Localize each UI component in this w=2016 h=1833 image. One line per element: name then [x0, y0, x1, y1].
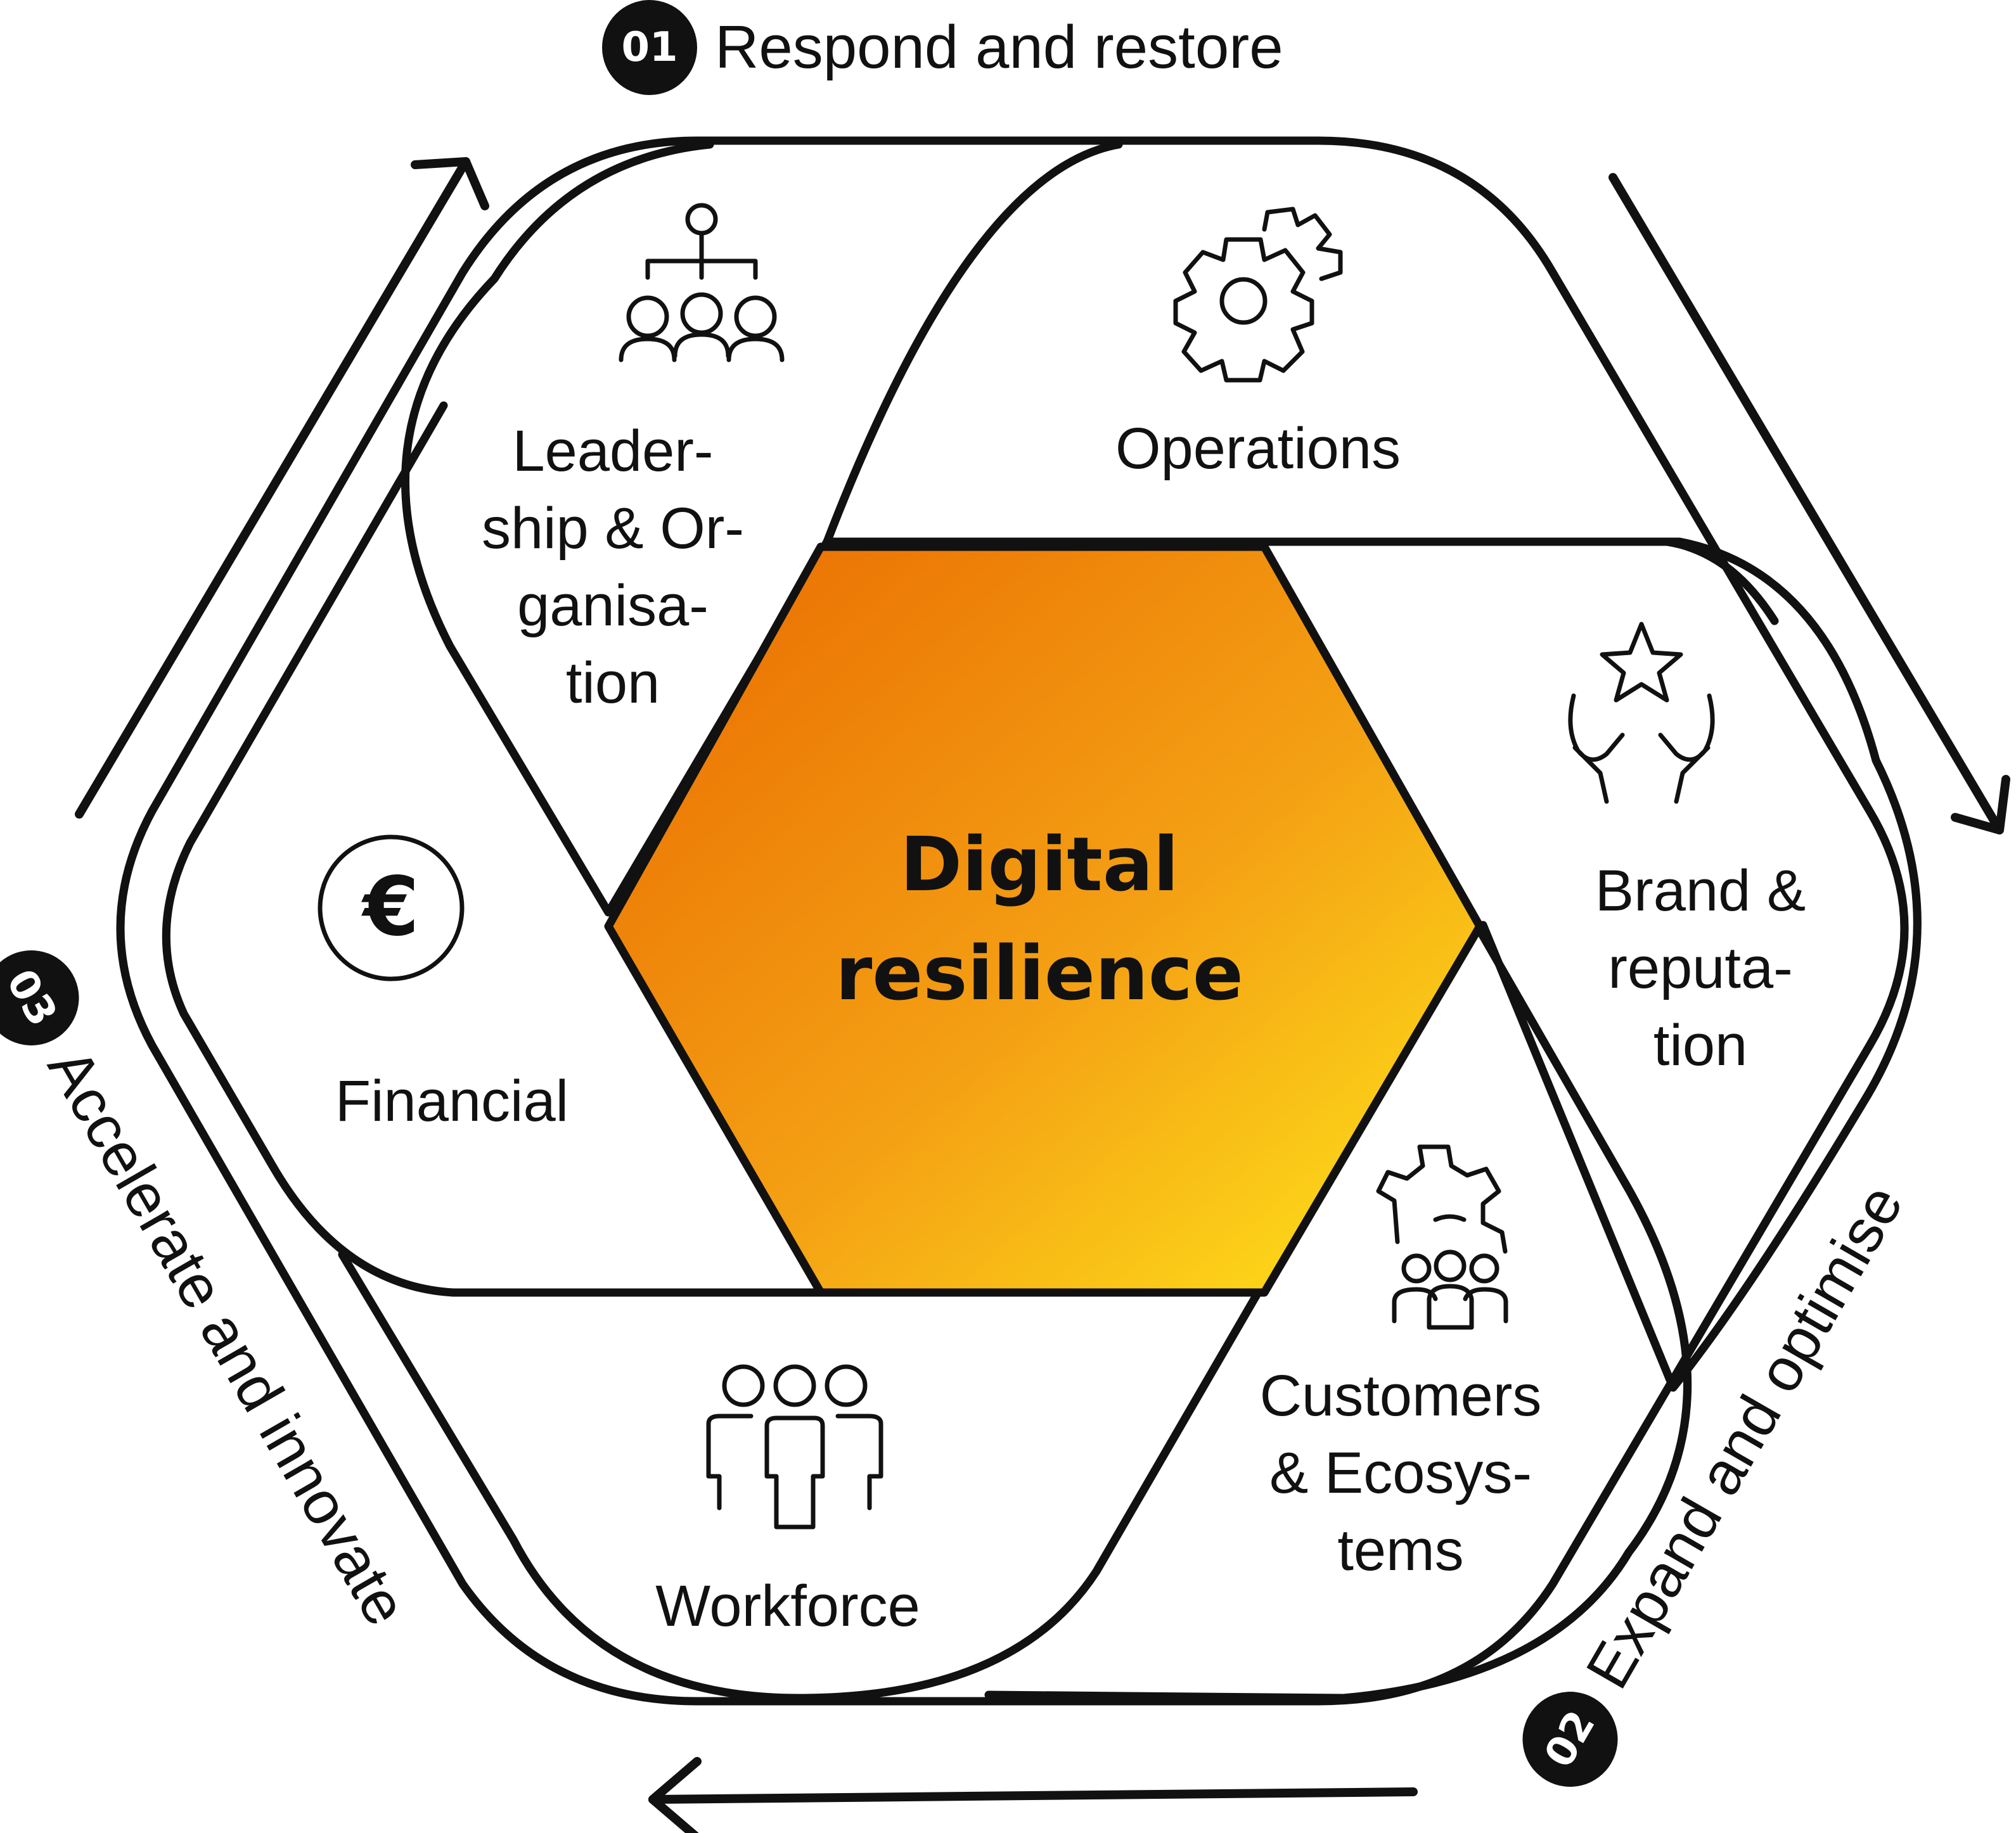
workforce-segment-outline	[338, 1250, 1262, 1702]
phase-label: Respond and restore	[715, 13, 1283, 81]
brand-segment-outline	[1263, 537, 1922, 1392]
center-title: Digital resilience	[835, 821, 1243, 1017]
leadership-segment-outline	[401, 140, 1123, 917]
customers-segment-outline	[984, 921, 1692, 1702]
segment-label-financial: Financial	[335, 1069, 569, 1134]
segment-label-workforce: Workforce	[655, 1574, 920, 1638]
star-hands-icon	[1568, 622, 1715, 804]
arrow-down-right-icon	[1608, 173, 2010, 834]
center-hexagon	[604, 542, 1484, 1297]
euro-symbol: €	[361, 860, 419, 954]
phase-01-respond: 01 Respond and restore	[602, 0, 1283, 95]
segment-label-brand: Brand & reputa- tion	[1595, 859, 1806, 1078]
arrow-up-right-icon	[75, 157, 489, 819]
arrow-left-icon	[648, 1757, 1418, 1833]
phase-number-badge: 01	[602, 0, 697, 95]
euro-icon	[318, 834, 465, 981]
org-chart-icon	[619, 203, 785, 362]
gears-icon	[1173, 207, 1343, 383]
segment-label-customers: Customers & Ecosys- tems	[1259, 1364, 1542, 1583]
people-icon	[706, 1364, 883, 1530]
gear-people-icon	[1376, 1144, 1508, 1330]
financial-segment-outline	[162, 401, 825, 1297]
segment-label-leadership: Leader- ship & Or- ganisa- tion	[481, 419, 745, 715]
segment-label-operations: Operations	[1115, 416, 1401, 481]
